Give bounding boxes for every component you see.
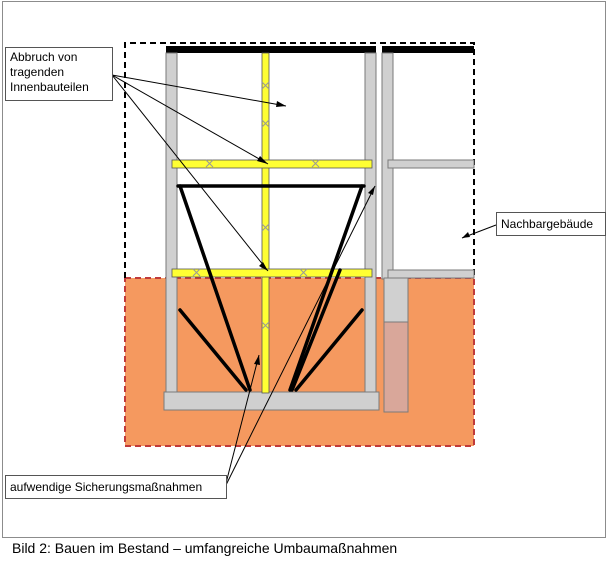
figure-caption: Bild 2: Bauen im Bestand – umfangreiche … bbox=[12, 540, 398, 556]
yellow-slab-upper bbox=[171, 159, 373, 169]
neighbor-floor-upper bbox=[387, 159, 475, 169]
shoring-bracing bbox=[176, 184, 366, 392]
label-abbruch: Abbruch von tragenden Innenbauteilen bbox=[5, 47, 113, 101]
label-nachbargebaeude: Nachbargebäude bbox=[496, 212, 606, 236]
label-sicherungsmassnahmen: aufwendige Sicherungsmaßnahmen bbox=[5, 475, 227, 499]
neighbor-basement-wall-upper bbox=[383, 277, 409, 323]
foundation-slab bbox=[163, 391, 380, 411]
yellow-column bbox=[261, 52, 270, 394]
yellow-slab-lower bbox=[171, 268, 373, 278]
right-wall bbox=[364, 52, 377, 394]
neighbor-floor-lower bbox=[387, 269, 475, 279]
figure-frame bbox=[2, 1, 606, 538]
left-wall bbox=[165, 52, 178, 394]
demolition-marks bbox=[192, 81, 320, 330]
neighbor-basement-wall-lower bbox=[383, 321, 409, 413]
building-section-diagram bbox=[111, 42, 497, 488]
arrowheads bbox=[254, 101, 470, 365]
roof-main bbox=[166, 46, 376, 53]
annotation-lines bbox=[111, 74, 497, 488]
ground-area bbox=[124, 277, 475, 447]
roof-neighbor bbox=[382, 46, 474, 53]
